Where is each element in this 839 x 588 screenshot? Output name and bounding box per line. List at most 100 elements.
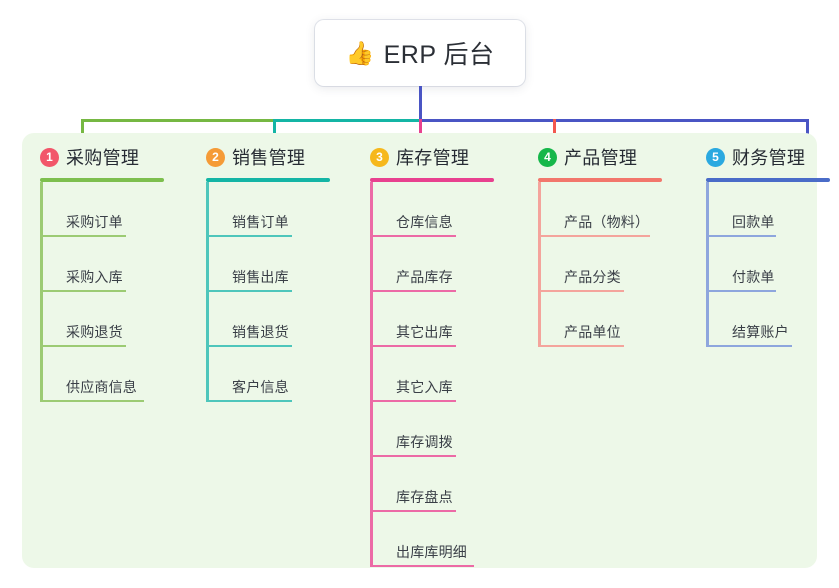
branch-leaf-rule <box>370 510 456 512</box>
branch-leaf-label: 回款单 <box>732 214 775 230</box>
branch-leaf-item[interactable]: 结算账户 <box>706 292 828 347</box>
branch-leaf-label: 供应商信息 <box>66 379 137 395</box>
branch-leaf-label: 其它出库 <box>396 324 453 340</box>
branch-leaf-label: 销售订单 <box>232 214 289 230</box>
branch-spine <box>706 182 709 347</box>
branch-leaf-rule <box>706 235 776 237</box>
root-node-label: ERP 后台 <box>383 41 495 69</box>
branch-leaf-item[interactable]: 产品（物料） <box>538 182 690 237</box>
branch-leaf-rule <box>706 290 776 292</box>
branch-header-rule <box>706 178 830 182</box>
stem-col-4 <box>553 119 556 141</box>
branch-leaf-item[interactable]: 其它入库 <box>370 347 522 402</box>
branch-leaf-rule <box>370 290 456 292</box>
branch-leaf-label: 库存盘点 <box>396 489 453 505</box>
branch-leaf-item[interactable]: 产品单位 <box>538 292 690 347</box>
stem-col-5 <box>806 119 809 141</box>
branch-header-rule <box>40 178 164 182</box>
branch-body: 采购订单采购入库采购退货供应商信息 <box>40 182 182 402</box>
branch-body: 回款单付款单结算账户 <box>706 182 828 347</box>
branch-leaf-rule <box>206 290 292 292</box>
stem-col-2 <box>273 119 276 141</box>
branch-header-4[interactable]: 4 产品管理 <box>520 141 690 173</box>
bus-segment-3 <box>419 119 809 122</box>
branch-leaf-label: 付款单 <box>732 269 775 285</box>
branch-leaf-label: 结算账户 <box>732 324 789 340</box>
branch-number-badge: 4 <box>538 147 557 167</box>
branch-leaf-label: 采购订单 <box>66 214 123 230</box>
branch-leaf-item[interactable]: 销售订单 <box>206 182 348 237</box>
branch-spine <box>370 182 373 567</box>
stem-col-1 <box>81 119 84 141</box>
branch-leaf-item[interactable]: 出库库明细 <box>370 512 522 567</box>
branch-leaf-item[interactable]: 付款单 <box>706 237 828 292</box>
branch-leaf-item[interactable]: 其它出库 <box>370 292 522 347</box>
bus-segment-2 <box>273 119 421 122</box>
branch-body: 产品（物料） 产品分类产品单位 <box>538 182 690 347</box>
branch-leaf-item[interactable]: 库存盘点 <box>370 457 522 512</box>
branch-leaf-rule <box>370 565 474 567</box>
branch-leaf-item[interactable]: 回款单 <box>706 182 828 237</box>
branch-leaf-rule <box>40 290 126 292</box>
root-node-title: 👍 ERP 后台 <box>345 35 494 71</box>
root-stem <box>419 86 422 119</box>
branch-header-rule <box>538 178 662 182</box>
branch-leaf-item[interactable]: 产品分类 <box>538 237 690 292</box>
branch-leaf-label: 产品库存 <box>396 269 453 285</box>
branch-leaf-label: 产品单位 <box>564 324 621 340</box>
branch-number-badge: 2 <box>206 147 225 167</box>
branch-leaf-label: 其它入库 <box>396 379 453 395</box>
branch-leaf-rule <box>206 400 292 402</box>
branches-panel <box>22 133 817 568</box>
branch-leaf-rule <box>538 235 650 237</box>
branch-leaf-item[interactable]: 仓库信息 <box>370 182 522 237</box>
branch-leaf-item[interactable]: 库存调拨 <box>370 402 522 457</box>
thumbs-up-icon: 👍 <box>345 39 375 66</box>
branch-title: 库存管理 <box>396 148 470 168</box>
branch-leaf-rule <box>40 345 126 347</box>
branch-leaf-rule <box>706 345 792 347</box>
branch-body: 仓库信息产品库存其它出库其它入库库存调拨库存盘点出库库明细 <box>370 182 522 567</box>
branch-body: 销售订单销售出库销售退货客户信息 <box>206 182 348 402</box>
branch-leaf-item[interactable]: 采购订单 <box>40 182 182 237</box>
branch-header-rule <box>206 178 330 182</box>
branch-number-badge: 1 <box>40 147 59 167</box>
branch-leaf-label: 采购退货 <box>66 324 123 340</box>
branch-spine <box>206 182 209 402</box>
branch-leaf-rule <box>370 345 456 347</box>
branch-leaf-rule <box>370 400 456 402</box>
branch-leaf-label: 销售退货 <box>232 324 289 340</box>
branch-number-badge: 5 <box>706 147 725 167</box>
branch-leaf-item[interactable]: 供应商信息 <box>40 347 182 402</box>
branch-leaf-rule <box>370 235 456 237</box>
branch-leaf-rule <box>40 400 144 402</box>
branch-spine <box>538 182 541 347</box>
branch-spine <box>40 182 43 402</box>
branch-leaf-label: 出库库明细 <box>396 544 467 560</box>
branch-leaf-item[interactable]: 客户信息 <box>206 347 348 402</box>
branch-column-1: 1 采购管理采购订单采购入库采购退货供应商信息 <box>22 141 182 402</box>
branch-leaf-rule <box>370 455 456 457</box>
branch-header-1[interactable]: 1 采购管理 <box>22 141 182 173</box>
branch-leaf-label: 采购入库 <box>66 269 123 285</box>
branch-leaf-item[interactable]: 采购入库 <box>40 237 182 292</box>
branch-leaf-rule <box>206 235 292 237</box>
branch-leaf-item[interactable]: 采购退货 <box>40 292 182 347</box>
branch-leaf-label: 产品分类 <box>564 269 621 285</box>
branch-leaf-item[interactable]: 销售退货 <box>206 292 348 347</box>
branch-leaf-label: 产品（物料） <box>564 214 650 230</box>
branch-leaf-label: 库存调拨 <box>396 434 453 450</box>
root-node-card[interactable]: 👍 ERP 后台 <box>315 20 525 86</box>
branch-title: 产品管理 <box>564 148 638 168</box>
branch-leaf-label: 仓库信息 <box>396 214 453 230</box>
branch-header-rule <box>370 178 494 182</box>
branch-leaf-item[interactable]: 销售出库 <box>206 237 348 292</box>
branch-title: 采购管理 <box>66 148 140 168</box>
branch-leaf-item[interactable]: 产品库存 <box>370 237 522 292</box>
